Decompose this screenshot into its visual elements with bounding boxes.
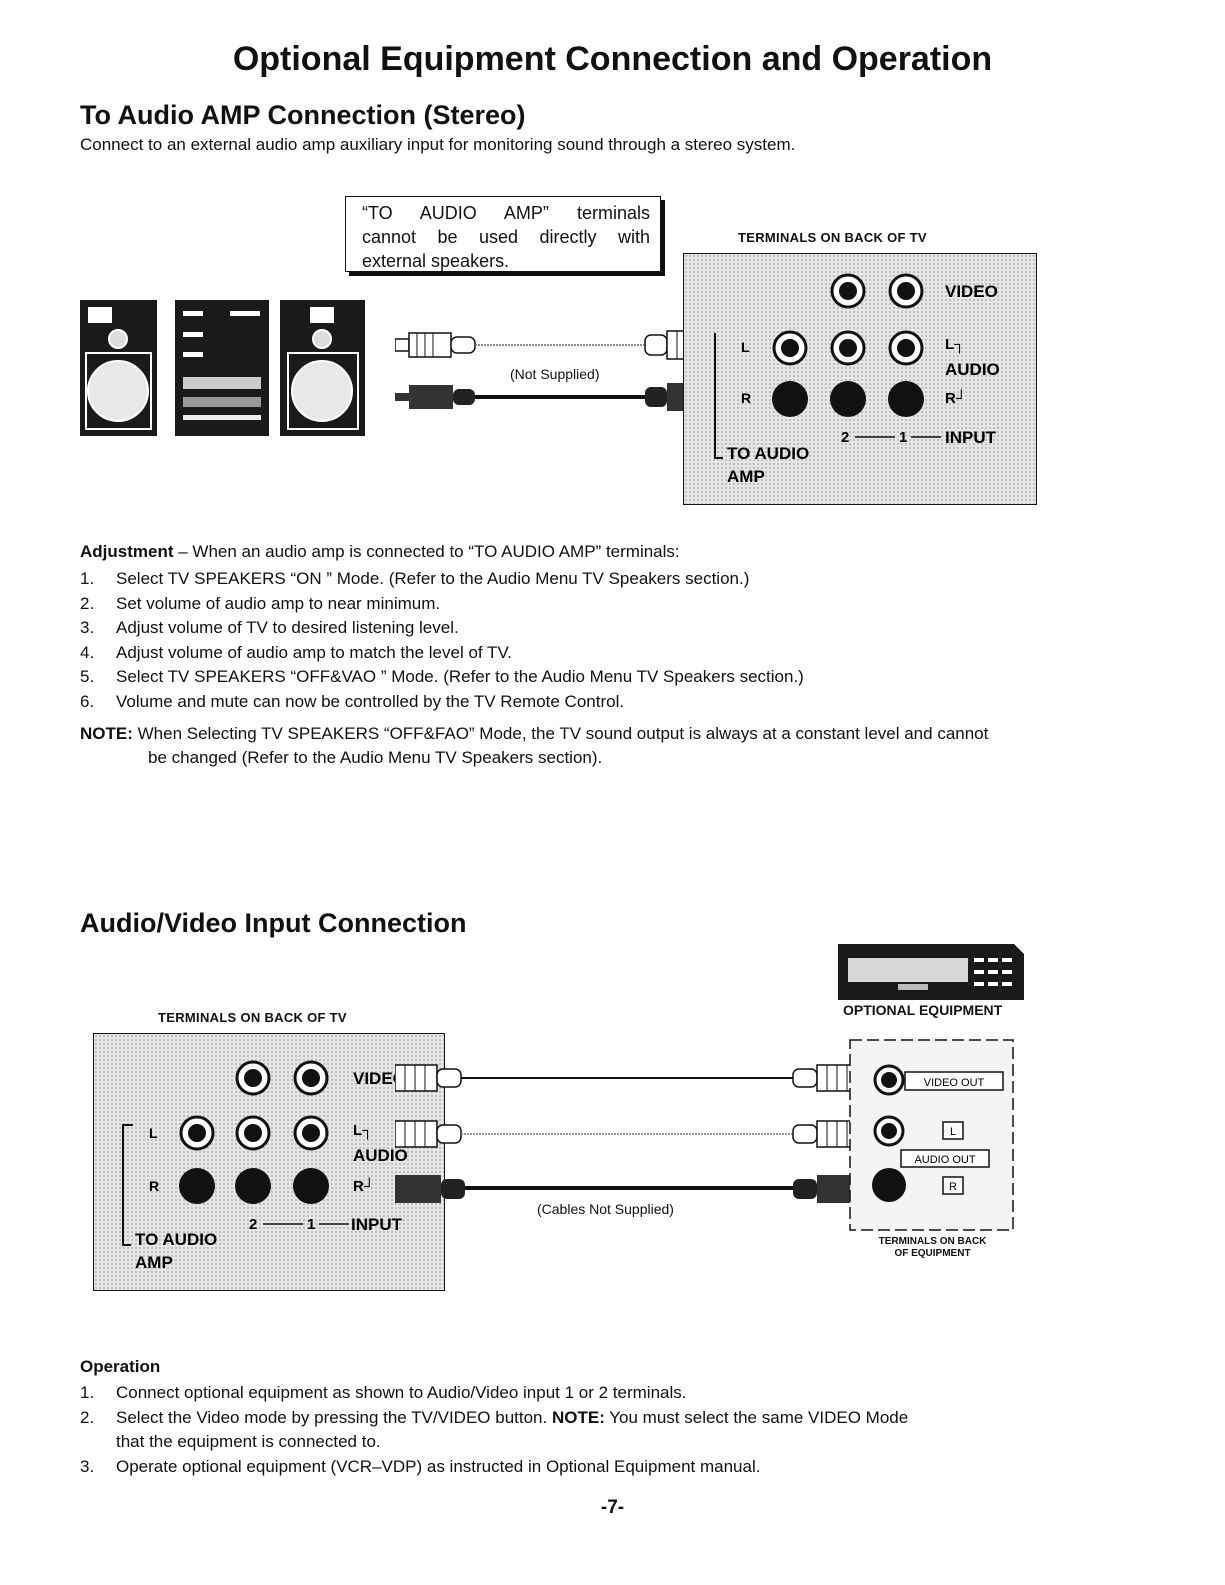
tv-terminal-jacks-top: VIDEO L L┐ AUDIO R R┘ 2 1 INPUT TO AUDIO… (714, 273, 1000, 486)
audio-l-jack-2 (830, 330, 866, 366)
section-heading-audio-amp: To Audio AMP Connection (Stereo) (80, 100, 526, 130)
list-item: 1.Connect optional equipment as shown to… (80, 1383, 687, 1402)
audio-r-jack-2 (830, 381, 866, 417)
audio-l-jack-amp (772, 330, 808, 366)
page-number: -7- (600, 1497, 625, 1518)
note-block: NOTE: When Selecting TV SPEAKERS “OFF&FA… (80, 724, 989, 767)
panel-to-audio-label: TO AUDIO (135, 1230, 217, 1249)
list-item: 2.Set volume of audio amp to near minimu… (80, 593, 441, 613)
callout-line-3: external speakers. (362, 251, 510, 271)
page-title: Optional Equipment Connection and Operat… (232, 40, 993, 78)
panel-amp-label: AMP (727, 467, 765, 486)
svg-text:R┘: R┘ (945, 389, 966, 407)
note-label: NOTE: (80, 724, 133, 743)
cable-caption-top: (Not Supplied) (510, 366, 600, 382)
audio-l-jack-2 (235, 1115, 271, 1151)
audio-out-label: AUDIO OUT (914, 1154, 975, 1166)
panel-input-2: 2 (249, 1216, 257, 1233)
equipment-terminals-caption: TERMINALS ON BACK OF EQUIPMENT (878, 1236, 987, 1259)
panel-input-1: 1 (307, 1216, 315, 1233)
video-plug-left-icon (395, 1064, 462, 1092)
black-plug-icon (395, 385, 475, 409)
operation-label: Operation (80, 1357, 161, 1376)
panel-audio-label: AUDIO (353, 1146, 408, 1165)
list-item: 2.Select the Video mode by pressing the … (80, 1407, 909, 1427)
section-heading-av-input: Audio/Video Input Connection (80, 908, 467, 938)
amplifier-icon (175, 300, 269, 436)
optional-equipment-label: OPTIONAL EQUIPMENT (843, 1002, 1003, 1018)
panel-l-label: L (149, 1125, 158, 1141)
svg-text:L┐: L┐ (353, 1122, 373, 1140)
list-item: that the equipment is connected to. (116, 1432, 381, 1451)
video-jack-1 (888, 273, 924, 309)
adjustment-intro: Adjustment – When an audio amp is connec… (80, 542, 680, 561)
terminals-caption-bottom: TERMINALS ON BACK OF TV (158, 1010, 347, 1025)
list-item: 1.Select TV SPEAKERS “ON ” Mode. (Refer … (80, 569, 750, 588)
callout-line-1: “TO AUDIO AMP” terminals (362, 203, 650, 223)
stereo-system-illustration (80, 300, 365, 436)
audio-l-jack-1 (888, 330, 924, 366)
list-item: 4.Adjust volume of audio amp to match th… (80, 642, 512, 662)
adjustment-label: Adjustment (80, 542, 174, 561)
svg-text:L┐: L┐ (945, 336, 965, 354)
audio-out-l-jack (873, 1115, 905, 1147)
video-jack-1 (293, 1060, 329, 1096)
list-item: 6.Volume and mute can now be controlled … (80, 691, 625, 711)
callout-line-2: cannot be used directly with (362, 227, 650, 247)
audio-l-plug-left-icon (395, 1120, 462, 1148)
audio-r-jack-amp (179, 1168, 215, 1204)
left-speaker-icon (80, 300, 157, 436)
panel-r-label: R (149, 1178, 159, 1194)
video-out-jack (873, 1064, 905, 1096)
audio-r-jack-2 (235, 1168, 271, 1204)
callout-box: “TO AUDIO AMP” terminals cannot be used … (345, 196, 661, 272)
audio-r-jack-1 (888, 381, 924, 417)
right-speaker-icon (280, 300, 365, 436)
audio-out-r-label: R (949, 1181, 957, 1193)
vcr-icon (838, 944, 1024, 1000)
panel-input-label: INPUT (945, 428, 997, 447)
panel-input-2: 2 (841, 429, 849, 446)
tv-terminal-jacks-bottom: VIDEO L L┐ AUDIO R R┘ 2 1 INPUT TO AUDIO… (122, 1060, 408, 1272)
white-plug-icon (395, 332, 476, 358)
audio-r-jack-amp (772, 381, 808, 417)
panel-video-label: VIDEO (353, 1069, 406, 1088)
list-item: 3.Adjust volume of TV to desired listeni… (80, 618, 459, 637)
list-item: 3.Operate optional equipment (VCR–VDP) a… (80, 1456, 761, 1476)
panel-amp-label: AMP (135, 1253, 173, 1272)
panel-l-label: L (741, 339, 750, 355)
video-out-label: VIDEO OUT (924, 1077, 985, 1089)
audio-l-jack-1 (293, 1115, 329, 1151)
panel-input-1: 1 (899, 429, 907, 446)
audio-out-r-jack (872, 1168, 906, 1202)
adjustment-steps: 1.Select TV SPEAKERS “ON ” Mode. (Refer … (80, 567, 804, 714)
equipment-terminal-panel: VIDEO OUT L AUDIO OUT R (849, 1039, 1014, 1231)
audio-l-jack-amp (179, 1115, 215, 1151)
audio-out-l-label: L (950, 1126, 956, 1138)
list-item: 5.Select TV SPEAKERS “OFF&VAO ” Mode. (R… (80, 667, 804, 686)
panel-video-label: VIDEO (945, 282, 998, 301)
panel-audio-label: AUDIO (945, 360, 1000, 379)
section-intro: Connect to an external audio amp auxilia… (80, 135, 796, 154)
panel-to-audio-label: TO AUDIO (727, 444, 809, 463)
cable-caption-bottom: (Cables Not Supplied) (537, 1201, 674, 1217)
terminals-caption-top: TERMINALS ON BACK OF TV (738, 230, 927, 245)
panel-r-label: R (741, 390, 751, 406)
video-jack-2 (830, 273, 866, 309)
av-cable-illustration (395, 1064, 858, 1203)
audio-r-plug-left-icon (395, 1175, 465, 1203)
video-jack-2 (235, 1060, 271, 1096)
svg-text:R┘: R┘ (353, 1177, 374, 1195)
operation-steps: 1.Connect optional equipment as shown to… (80, 1381, 908, 1479)
panel-input-label: INPUT (351, 1215, 403, 1234)
audio-r-jack-1 (293, 1168, 329, 1204)
